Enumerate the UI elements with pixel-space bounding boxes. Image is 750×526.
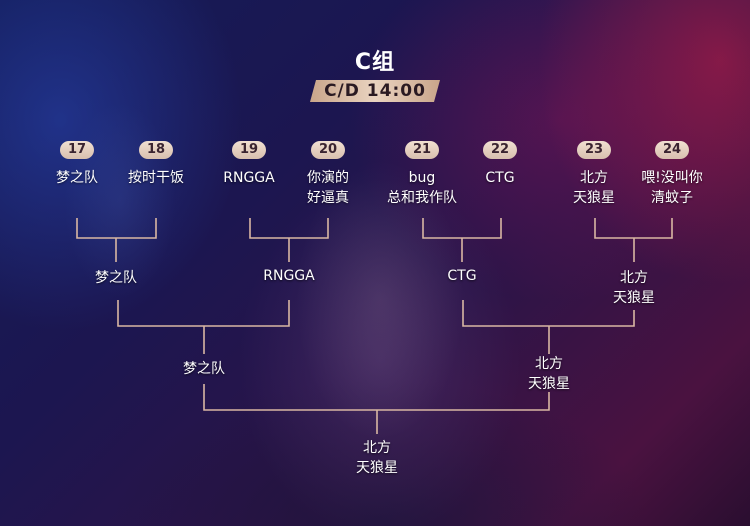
round2-winner-4-line-1: 北方 xyxy=(620,270,648,286)
round2-winner-3-line-1: CTG xyxy=(447,268,477,284)
round2-winner-3: CTG xyxy=(402,266,522,286)
round3-winner-left: 梦之队 xyxy=(144,359,264,379)
team-22: CTG xyxy=(440,168,560,188)
bracket-line-final xyxy=(203,384,550,434)
team-24-line-2: 清蚊子 xyxy=(651,190,693,206)
team-17-line-1: 梦之队 xyxy=(56,170,98,186)
group-champion: 北方 天狼星 xyxy=(317,438,437,478)
seed-21: 21 xyxy=(405,141,439,159)
team-23-line-1: 北方 xyxy=(580,170,608,186)
team-21-line-1: bug xyxy=(408,170,436,186)
round3-winner-left-line-1: 梦之队 xyxy=(183,361,225,377)
group-champion-line-2: 天狼星 xyxy=(356,460,398,476)
team-18: 按时干饭 xyxy=(96,168,216,188)
round2-winner-2-line-1: RNGGA xyxy=(263,268,315,284)
team-24-line-1: 喂!没叫你 xyxy=(641,170,703,186)
round2-winner-2: RNGGA xyxy=(229,266,349,286)
seed-22: 22 xyxy=(483,141,517,159)
team-18-line-1: 按时干饭 xyxy=(128,170,184,186)
team-24: 喂!没叫你 清蚊子 xyxy=(612,168,732,208)
bracket-line-21-22 xyxy=(422,218,502,262)
bracket-line-19-20 xyxy=(249,218,329,262)
seed-23: 23 xyxy=(577,141,611,159)
seed-20: 20 xyxy=(311,141,345,159)
team-20-line-2: 好逼真 xyxy=(307,190,349,206)
team-23: 北方 天狼星 xyxy=(534,168,654,208)
round2-winner-1-line-1: 梦之队 xyxy=(95,270,137,286)
bracket-line-semi-right xyxy=(462,300,635,354)
team-20-line-1: 你演的 xyxy=(307,170,349,186)
team-23-line-2: 天狼星 xyxy=(573,190,615,206)
team-19-line-1: RNGGA xyxy=(223,170,275,186)
seed-18: 18 xyxy=(139,141,173,159)
round3-winner-right-line-2: 天狼星 xyxy=(528,376,570,392)
round3-winner-right: 北方 天狼星 xyxy=(489,354,609,394)
team-21: bug 总和我作队 xyxy=(362,168,482,208)
round3-winner-right-line-1: 北方 xyxy=(535,356,563,372)
team-21-line-2: 总和我作队 xyxy=(387,190,457,206)
group-title: C组 xyxy=(354,50,396,75)
team-22-line-1: CTG xyxy=(485,170,515,186)
bracket-line-17-18 xyxy=(76,218,157,262)
round2-winner-4-line-2: 天狼星 xyxy=(613,290,655,306)
round2-winner-1: 梦之队 xyxy=(56,268,176,288)
seed-24: 24 xyxy=(655,141,689,159)
bracket-line-23-24 xyxy=(594,218,673,262)
seed-19: 19 xyxy=(232,141,266,159)
round2-winner-4: 北方 天狼星 xyxy=(574,268,694,308)
team-20: 你演的 好逼真 xyxy=(268,168,388,208)
seed-17: 17 xyxy=(60,141,94,159)
group-champion-line-1: 北方 xyxy=(363,440,391,456)
bracket-line-semi-left xyxy=(117,300,290,354)
team-19: RNGGA xyxy=(189,168,309,188)
match-time-badge: C/D 14:00 xyxy=(310,80,440,102)
team-17: 梦之队 xyxy=(17,168,137,188)
